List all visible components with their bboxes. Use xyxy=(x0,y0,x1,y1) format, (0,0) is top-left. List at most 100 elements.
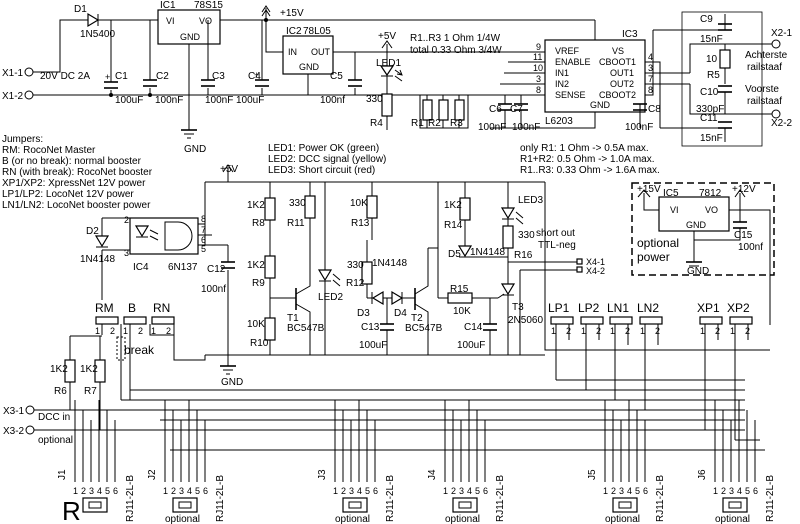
connector-pin-label: 3 xyxy=(179,486,184,496)
ic1-pin-gnd: GND xyxy=(180,32,201,42)
d1-ref: D1 xyxy=(74,4,87,15)
diode-d3: D3 xyxy=(357,290,384,319)
capacitor-c2: C2 100nF xyxy=(143,20,183,106)
rail-rear-1: Achterste xyxy=(745,50,788,61)
rj11-jack-icon xyxy=(452,497,478,513)
c13-value: 100uF xyxy=(359,340,387,351)
jumper-rm-pin2: 2 xyxy=(110,326,115,336)
jumpers-title: Jumpers: xyxy=(2,134,43,145)
c2-value: 100nF xyxy=(155,95,183,106)
t2-value: BC547B xyxy=(405,323,443,334)
connector-pin-label: 3 xyxy=(89,486,94,496)
t3-ref: T3 xyxy=(512,302,524,313)
jumper-ln1-label: LN1 xyxy=(607,301,629,315)
ic3-pin-vs: VS xyxy=(612,46,624,56)
r9-value: 1K2 xyxy=(247,260,265,271)
diode-d2: D2 1N4148 xyxy=(80,218,115,300)
resistor-r14: 1K2 R14 xyxy=(444,182,471,246)
capacitor-c1: + C1 100uF xyxy=(104,20,143,106)
connector-pin-label: 6 xyxy=(483,486,488,496)
r5-value: 10 xyxy=(706,54,718,65)
r5-ref: R5 xyxy=(707,70,720,81)
ic3-pin-gnd: GND xyxy=(590,100,611,110)
c10-ref: C10 xyxy=(700,87,719,98)
jumper-lp2-label: LP2 xyxy=(578,301,600,315)
connector-pin-label: 6 xyxy=(203,486,208,496)
ic3-pin-out2: OUT2 xyxy=(610,79,634,89)
connector-pin-label: 2 xyxy=(611,486,616,496)
svg-text:10: 10 xyxy=(533,63,543,73)
r14-ref: R14 xyxy=(444,220,463,231)
ic2-pin-gnd: GND xyxy=(299,62,320,72)
ic1-value: 78S15 xyxy=(194,0,223,11)
r15-ref: R15 xyxy=(450,284,469,295)
jumper-ln1-pin1: 1 xyxy=(610,326,615,336)
connector-pin-label: 4 xyxy=(467,486,472,496)
c10-value: 330pF xyxy=(696,104,724,115)
diode-d1: D1 1N5400 xyxy=(74,4,158,40)
corner-mark: R xyxy=(62,496,81,524)
c14-ref: C14 xyxy=(464,322,483,333)
connector-ref: J5 xyxy=(587,469,598,480)
jumpers-line-1: RM: RocoNet Master xyxy=(2,145,96,156)
c8-ref: C8 xyxy=(648,104,661,115)
c1-value: 100uF xyxy=(115,95,143,106)
svg-text:5: 5 xyxy=(201,244,206,254)
resistor-r9: 1K2 R9 xyxy=(247,220,276,289)
r10-value: 10K xyxy=(247,319,265,330)
terminal-x2-1 xyxy=(771,39,781,49)
jumper-lp1-pin1: 1 xyxy=(551,326,556,336)
connector-pin-label: 2 xyxy=(451,486,456,496)
svg-text:4: 4 xyxy=(648,52,653,62)
supply-label: 20V DC 2A xyxy=(40,71,90,82)
terminal-x1-2 xyxy=(24,90,34,100)
resistor-r16: 330 R16 xyxy=(502,225,535,284)
r16-value: 330 xyxy=(518,230,535,241)
svg-text:6: 6 xyxy=(201,235,206,245)
resistor-r4: 330 R4 xyxy=(366,93,393,130)
connector-pin-label: 5 xyxy=(475,486,480,496)
rail-5v: +5V xyxy=(378,31,396,52)
connector-note: optional xyxy=(605,514,640,524)
ic5-value: 7812 xyxy=(699,188,722,199)
d1-value: 1N5400 xyxy=(80,29,115,40)
r10-ref: R10 xyxy=(250,338,269,349)
capacitor-c13: C13 100uF xyxy=(359,298,394,355)
short-label-2: TTL-neg xyxy=(538,240,576,251)
svg-text:11: 11 xyxy=(533,52,542,62)
x2-2-label: X2-2 xyxy=(771,118,793,129)
r11-ref: R11 xyxy=(287,218,305,229)
ground-symbol: GND xyxy=(181,95,206,155)
capacitor-c4: + C4 100uF xyxy=(236,20,269,106)
rail-15v-b-label: +15V xyxy=(637,184,661,195)
jumper-xp2-pin1: 1 xyxy=(730,326,735,336)
t2-ref: T2 xyxy=(411,313,423,324)
optional-power-1: optional xyxy=(637,236,679,250)
transistor-t2: T2 BC547B xyxy=(405,248,443,355)
resistor-r11: 330 R11 xyxy=(287,182,316,248)
rj11-jack-icon xyxy=(82,497,108,513)
r6-value: 1K2 xyxy=(50,364,68,375)
jumper-lp2-pin1: 1 xyxy=(581,326,586,336)
rail-5v-b-label: +5V xyxy=(220,164,238,175)
led-legend: LED1: Power OK (green) LED2: DCC signal … xyxy=(268,143,386,176)
svg-text:+: + xyxy=(254,70,259,80)
connector-pin-label: 1 xyxy=(73,486,78,496)
jumper-headers: RM 1 2 B 1 2 RN 1 2 break LP1 1 2 xyxy=(95,182,770,440)
connector-pin-label: 4 xyxy=(627,486,632,496)
jumper-rn-pin1: 1 xyxy=(151,326,156,336)
connector-pin-label: 5 xyxy=(745,486,750,496)
connector-type: RJ11-2L-B xyxy=(385,475,396,522)
limits-line-1: only R1: 1 Ohm -> 0.5A max. xyxy=(520,143,649,154)
x3-2-label: X3-2 xyxy=(3,426,25,437)
c9-value: 15nF xyxy=(700,34,723,45)
connector-ref: J4 xyxy=(427,469,438,480)
c6-value: 100nF xyxy=(478,122,506,133)
connector-pin-label: 1 xyxy=(713,486,718,496)
rail-rear-2: railstaaf xyxy=(747,62,782,73)
connector-pin-label: 1 xyxy=(163,486,168,496)
ic1-pin-vi: VI xyxy=(166,16,175,26)
